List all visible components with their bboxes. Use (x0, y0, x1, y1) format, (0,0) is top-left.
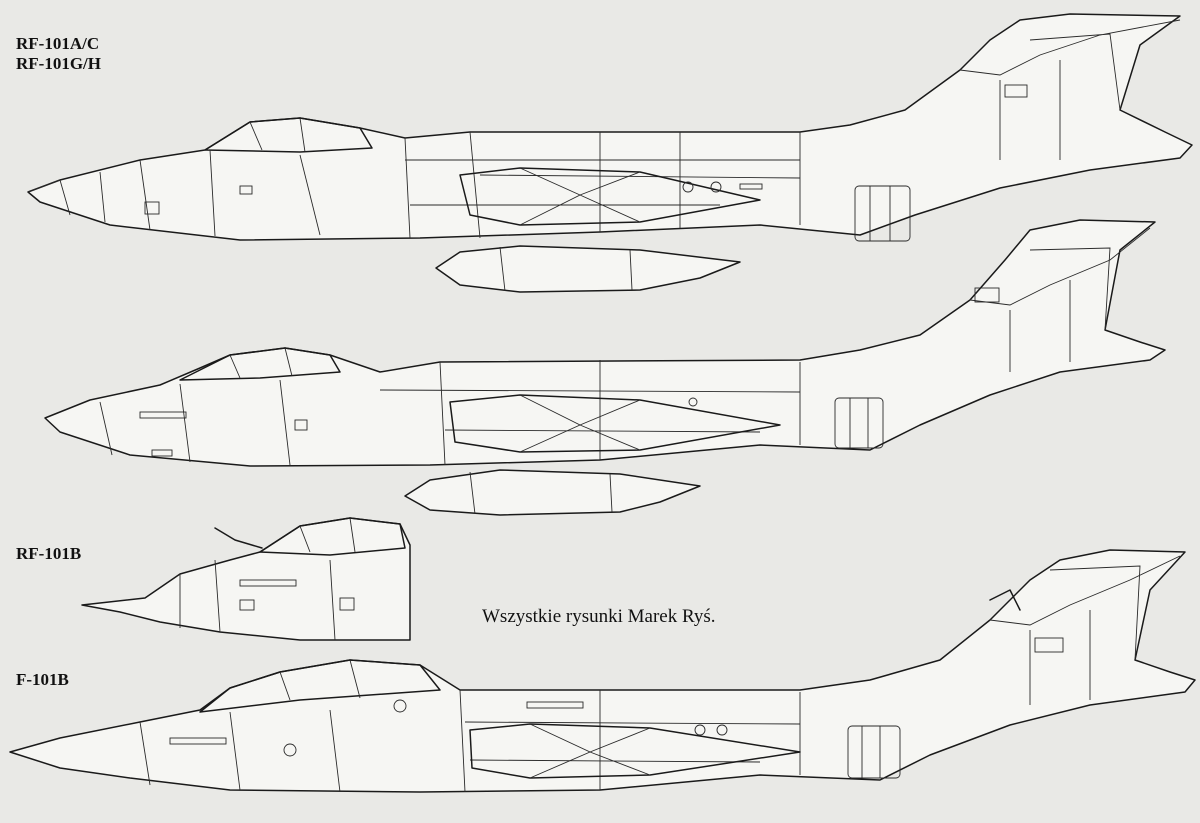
aircraft-f101b-outline (9, 549, 1196, 793)
label-rf101ac: RF-101A/C RF-101G/H (16, 34, 101, 74)
label-rf101gh-line2: RF-101G/H (16, 54, 101, 73)
drawing-credit-caption: Wszystkie rysunki Marek Ryś. (482, 606, 716, 627)
aircraft-rf101ac-outline (27, 13, 1193, 293)
aircraft-rf101b-nose-outline (81, 517, 411, 641)
label-f101b: F-101B (16, 670, 69, 689)
aircraft-rf101b-outline (44, 219, 1166, 516)
label-rf101ac-line1: RF-101A/C (16, 34, 100, 53)
label-rf101b: RF-101B (16, 544, 82, 563)
